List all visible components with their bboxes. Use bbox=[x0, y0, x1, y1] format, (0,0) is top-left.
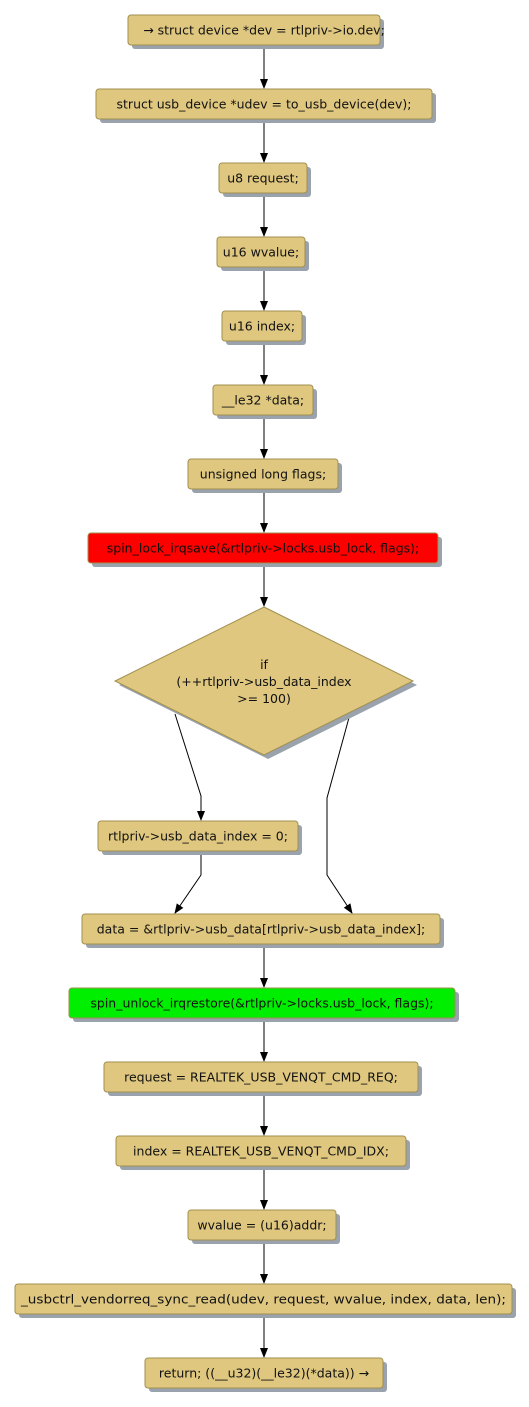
node-label: → struct device *dev = rtlpriv->io.dev; bbox=[143, 23, 385, 38]
node-n2: struct usb_device *udev = to_usb_device(… bbox=[95, 88, 436, 123]
decision-label-line3: >= 100) bbox=[237, 691, 291, 706]
node-box bbox=[97, 820, 299, 852]
node-box bbox=[95, 88, 433, 120]
decision-label-line1: if bbox=[260, 657, 268, 672]
node-label: spin_lock_irqsave(&rtlpriv->locks.usb_lo… bbox=[107, 541, 419, 556]
node-label: u8 request; bbox=[227, 171, 299, 186]
edge-d1-n10 bbox=[326, 713, 353, 914]
node-n1: → struct device *dev = rtlpriv->io.dev; bbox=[127, 14, 385, 49]
node-n4: u16 wvalue; bbox=[216, 236, 309, 271]
node-n6: __le32 *data; bbox=[212, 384, 317, 419]
node-label: __le32 *data; bbox=[221, 393, 304, 408]
node-n9: rtlpriv->usb_data_index = 0; bbox=[97, 820, 302, 855]
node-box bbox=[68, 987, 456, 1019]
node-label: data = &rtlpriv->usb_data[rtlpriv->usb_d… bbox=[97, 922, 426, 937]
node-n13: index = REALTEK_USB_VENQT_CMD_IDX; bbox=[115, 1135, 410, 1170]
edge-n9-n10 bbox=[174, 852, 202, 914]
node-box bbox=[115, 1135, 407, 1167]
node-label: u16 index; bbox=[229, 319, 295, 334]
node-n16: return; ((__u32)(__le32)(*data)) → bbox=[144, 1357, 387, 1392]
decision-d1: if (++rtlpriv->usb_data_index >= 100) bbox=[113, 606, 417, 759]
node-box bbox=[212, 384, 314, 416]
node-n10: data = &rtlpriv->usb_data[rtlpriv->usb_d… bbox=[81, 913, 444, 948]
node-n11: spin_unlock_irqrestore(&rtlpriv->locks.u… bbox=[68, 987, 459, 1022]
node-box bbox=[216, 236, 306, 268]
node-label: request = REALTEK_USB_VENQT_CMD_REQ; bbox=[124, 1070, 398, 1085]
node-label: _usbctrl_vendorreq_sync_read(udev, reque… bbox=[20, 1292, 506, 1307]
node-box bbox=[187, 458, 339, 490]
node-box bbox=[103, 1061, 419, 1093]
node-box bbox=[187, 1209, 337, 1241]
node-n3: u8 request; bbox=[218, 162, 311, 197]
node-label: struct usb_device *udev = to_usb_device(… bbox=[117, 97, 412, 112]
node-n8: spin_lock_irqsave(&rtlpriv->locks.usb_lo… bbox=[87, 532, 442, 567]
node-label: u16 wvalue; bbox=[223, 245, 299, 260]
node-n15: _usbctrl_vendorreq_sync_read(udev, reque… bbox=[14, 1283, 516, 1318]
edge-d1-n9 bbox=[174, 713, 205, 821]
node-label: unsigned long flags; bbox=[200, 467, 326, 482]
node-label: wvalue = (u16)addr; bbox=[197, 1218, 326, 1233]
node-n7: unsigned long flags; bbox=[187, 458, 342, 493]
node-box bbox=[218, 162, 308, 194]
node-box bbox=[87, 532, 439, 564]
node-n14: wvalue = (u16)addr; bbox=[187, 1209, 340, 1244]
node-label: spin_unlock_irqrestore(&rtlpriv->locks.u… bbox=[90, 996, 433, 1011]
node-box bbox=[221, 310, 303, 342]
node-n5: u16 index; bbox=[221, 310, 306, 345]
node-box bbox=[127, 14, 381, 46]
node-label: rtlpriv->usb_data_index = 0; bbox=[108, 829, 288, 844]
decision-diamond bbox=[113, 606, 415, 756]
node-box bbox=[81, 913, 441, 945]
edges bbox=[174, 46, 353, 1358]
node-n12: request = REALTEK_USB_VENQT_CMD_REQ; bbox=[103, 1061, 422, 1096]
decision-label-line2: (++rtlpriv->usb_data_index bbox=[176, 674, 351, 689]
node-box bbox=[144, 1357, 384, 1389]
node-label: return; ((__u32)(__le32)(*data)) → bbox=[159, 1366, 369, 1381]
node-label: index = REALTEK_USB_VENQT_CMD_IDX; bbox=[133, 1144, 389, 1159]
node-box bbox=[14, 1283, 513, 1315]
